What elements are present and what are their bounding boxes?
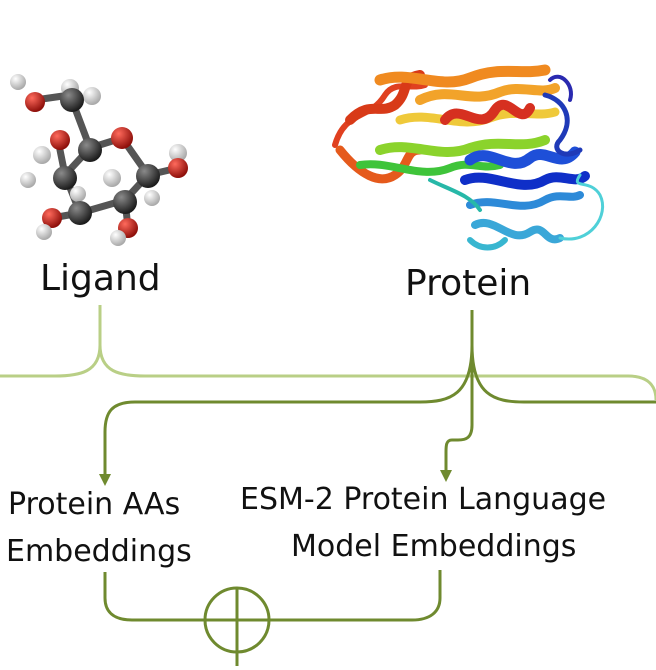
- esm2-embeddings-label-line2: Model Embeddings: [291, 529, 577, 564]
- protein-aas-embeddings-label-line1: Protein AAs: [8, 487, 181, 522]
- protein-embedding-connectors: [103, 310, 656, 666]
- protein-aas-embeddings-label-line2: Embeddings: [6, 534, 192, 569]
- ligand-label: Ligand: [40, 258, 161, 299]
- esm2-embeddings-label-line1: ESM-2 Protein Language: [240, 482, 607, 517]
- circled-plus-icon: [203, 586, 271, 654]
- arrowheads: [99, 470, 452, 486]
- ligand-molecule-icon: [10, 74, 188, 246]
- protein-label: Protein: [405, 263, 532, 304]
- protein-structure-icon: [332, 64, 605, 251]
- input-brace-connector: [0, 305, 656, 401]
